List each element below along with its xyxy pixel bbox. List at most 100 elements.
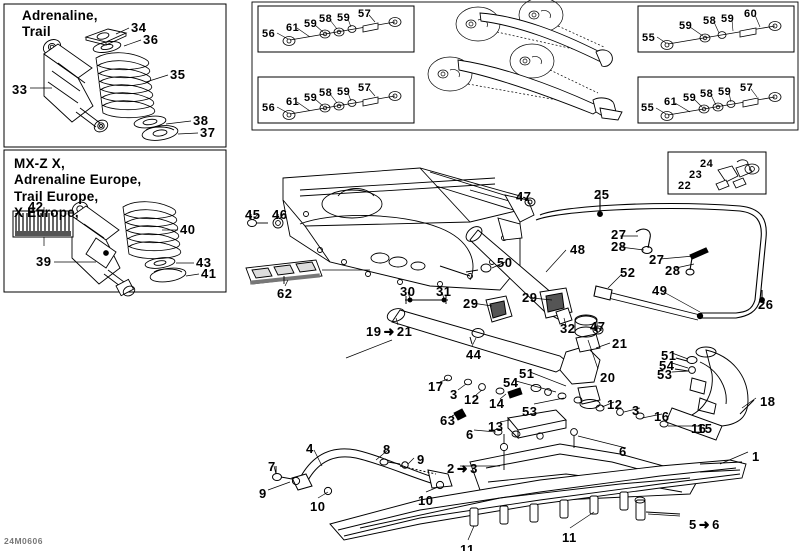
heading-line-1: MX-Z X, (14, 156, 65, 171)
part-number-26: 26 (758, 297, 774, 312)
part-number-45: 45 (245, 207, 261, 222)
part-number-4: 4 (306, 441, 314, 456)
part-number-54: 54 (503, 375, 519, 390)
part-number-55: 55 (642, 32, 656, 44)
part-number-11: 11 (562, 530, 577, 545)
range-start: 5 (689, 517, 697, 532)
part-number-57: 57 (740, 82, 754, 94)
part-number-49: 49 (652, 283, 668, 298)
part-number-6: 6 (619, 444, 627, 459)
range-start: 19 (366, 324, 382, 339)
part-number-20: 20 (600, 370, 616, 385)
part-number-58: 58 (700, 88, 714, 100)
part-number-59: 59 (683, 92, 697, 104)
part-number-12: 12 (607, 397, 623, 412)
part-number-15: 15 (697, 421, 713, 436)
part-number-37: 37 (200, 125, 216, 140)
part-number-33: 33 (12, 82, 28, 97)
heading-line-2: Adrenaline Europe, (14, 172, 142, 188)
part-number-59: 59 (304, 18, 318, 30)
part-number-61: 61 (286, 96, 300, 108)
part-number-17: 17 (428, 379, 444, 394)
part-number-29: 29 (463, 296, 479, 311)
part-number-58: 58 (319, 13, 333, 25)
part-number-46: 46 (272, 207, 288, 222)
heading-line-4: X Europe, (14, 205, 79, 221)
part-number-7: 7 (268, 459, 276, 474)
part-number-34: 34 (131, 20, 147, 35)
part-number-59: 59 (337, 12, 351, 24)
part-number-27: 27 (649, 252, 665, 267)
part-number-44: 44 (466, 347, 482, 362)
part-number-38: 38 (193, 113, 209, 128)
part-number-22: 22 (678, 180, 692, 192)
range-end: 6 (712, 517, 720, 532)
part-number-51: 51 (661, 348, 677, 363)
part-number-3: 3 (632, 403, 640, 418)
heading-line-1: Adrenaline, (22, 8, 98, 23)
part-number-10: 10 (418, 493, 434, 508)
part-number-9: 9 (417, 452, 425, 467)
part-number-48: 48 (570, 242, 586, 257)
part-number-61: 61 (664, 96, 678, 108)
panel-heading-mxz-x: MX-Z X, Adrenaline Europe, Trail Europe,… (14, 156, 141, 222)
part-number-27: 27 (611, 227, 627, 242)
part-number-14: 14 (489, 396, 505, 411)
part-number-62: 62 (277, 286, 293, 301)
part-number-8: 8 (383, 442, 391, 457)
part-number-47: 47 (590, 319, 606, 334)
heading-line-3: Trail Europe, (14, 188, 99, 204)
heading-line-2: Trail (22, 24, 51, 40)
range-end: 3 (470, 461, 478, 476)
part-number-28: 28 (611, 239, 627, 254)
part-number-58: 58 (319, 87, 333, 99)
arrow-right-icon: ➜ (456, 461, 469, 476)
arrow-right-icon: ➜ (698, 517, 711, 532)
part-number-31: 31 (436, 284, 452, 299)
part-number-59: 59 (337, 86, 351, 98)
part-number-54: 54 (659, 358, 675, 373)
part-range-19-to-21: 19➜21 (366, 325, 412, 338)
panel-heading-adrenaline-trail: Adrenaline, Trail (22, 8, 98, 41)
part-number-58: 58 (703, 15, 717, 27)
part-number-42: 42 (28, 199, 44, 214)
part-number-56: 56 (262, 28, 276, 40)
part-number-16: 16 (691, 421, 707, 436)
part-number-61: 61 (286, 22, 300, 34)
part-number-43: 43 (196, 255, 212, 270)
part-number-6: 6 (466, 427, 474, 442)
part-number-10: 10 (310, 499, 326, 514)
part-number-29: 29 (522, 290, 538, 305)
part-number-13: 13 (488, 419, 504, 434)
part-number-21: 21 (612, 336, 628, 351)
part-number-57: 57 (358, 8, 372, 20)
part-number-59: 59 (721, 13, 735, 25)
diagram-id-watermark: 24M0606 (4, 536, 43, 546)
part-number-47: 47 (516, 189, 532, 204)
part-number-12: 12 (464, 392, 480, 407)
range-start: 2 (447, 461, 455, 476)
part-number-3: 3 (450, 387, 458, 402)
part-number-60: 60 (744, 8, 758, 20)
range-end: 21 (396, 324, 413, 339)
part-number-32: 32 (560, 321, 576, 336)
part-number-56: 56 (262, 102, 276, 114)
part-number-9: 9 (259, 486, 267, 501)
part-number-57: 57 (358, 82, 372, 94)
part-number-11: 11 (460, 542, 475, 551)
part-number-35: 35 (170, 67, 186, 82)
part-number-18: 18 (760, 394, 776, 409)
part-range-5-to-6: 5➜6 (689, 518, 720, 531)
part-number-59: 59 (679, 20, 693, 32)
part-number-24: 24 (700, 158, 714, 170)
part-number-55: 55 (641, 102, 655, 114)
part-number-23: 23 (689, 169, 703, 181)
part-number-40: 40 (180, 222, 196, 237)
part-number-50: 50 (497, 255, 513, 270)
part-number-36: 36 (143, 32, 159, 47)
part-number-39: 39 (36, 254, 52, 269)
part-number-28: 28 (665, 263, 681, 278)
part-number-41: 41 (201, 266, 217, 281)
part-number-52: 52 (620, 265, 636, 280)
